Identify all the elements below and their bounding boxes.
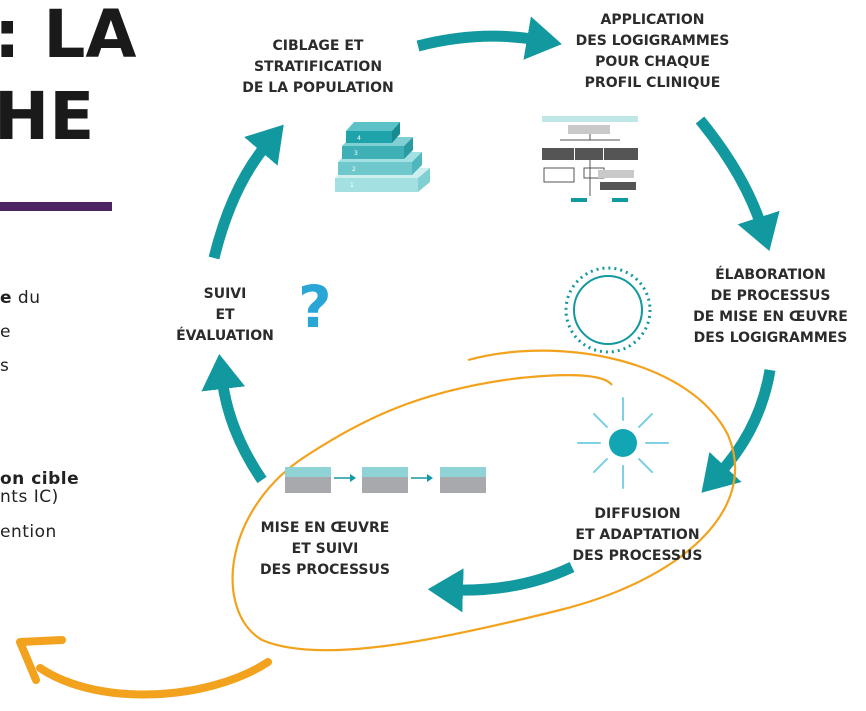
pyramid-level-2: 2 <box>352 166 356 173</box>
side-text-line1: e du <box>0 288 41 308</box>
pyramid-level-4: 4 <box>357 135 361 142</box>
side-text-bold-1: e <box>0 288 13 308</box>
step-mise-en-oeuvre-label: MISE EN ŒUVRE ET SUIVI DES PROCESSUS <box>260 520 390 578</box>
pyramid-level-1: 1 <box>350 182 354 189</box>
side-text-line5: nts IC) <box>0 487 59 507</box>
page-title-line1: : LA <box>0 0 137 73</box>
side-text-line4: on cible <box>0 469 79 489</box>
arrow-mise-to-suivi <box>201 353 267 484</box>
step-elaboration-label: ÉLABORATION DE PROCESSUS DE MISE EN ŒUVR… <box>693 267 848 346</box>
arrow-elaboration-to-diffusion <box>701 369 776 493</box>
step-diffusion-label: DIFFUSION ET ADAPTATION DES PROCESSUS <box>572 506 703 564</box>
question-mark-icon: ? <box>298 273 332 341</box>
page-title-line2: HE <box>0 78 95 155</box>
arrow-ciblage-to-application <box>416 16 562 60</box>
step-ciblage-label: CIBLAGE ET STRATIFICATION DE LA POPULATI… <box>242 38 394 96</box>
side-text-line2: e <box>0 322 11 342</box>
step-application-label: APPLICATION DES LOGIGRAMMES POUR CHAQUE … <box>575 12 730 91</box>
orange-highlight-ellipse <box>231 349 737 652</box>
orange-curved-arrow <box>36 658 272 699</box>
title-underline <box>0 202 112 211</box>
step-suivi-label: SUIVI ET ÉVALUATION <box>176 286 274 344</box>
arrow-diffusion-to-mise <box>427 562 575 613</box>
arrow-application-to-elaboration <box>695 116 780 252</box>
orange-arrow-head <box>16 636 66 684</box>
pyramid-level-3: 3 <box>354 150 358 157</box>
side-text-line3: s <box>0 356 10 376</box>
dotted-circle-icon <box>564 266 652 354</box>
side-text-line6: ention <box>0 522 57 542</box>
sun-icon <box>577 397 669 489</box>
flowchart-icon <box>542 116 638 202</box>
arrow-suivi-to-ciblage <box>208 124 284 260</box>
side-text-bold-4: on cible <box>0 469 80 489</box>
side-text-rest-1: du <box>12 288 41 308</box>
pyramid-stratification-icon <box>335 122 430 192</box>
process-boxes-icon <box>285 467 486 493</box>
